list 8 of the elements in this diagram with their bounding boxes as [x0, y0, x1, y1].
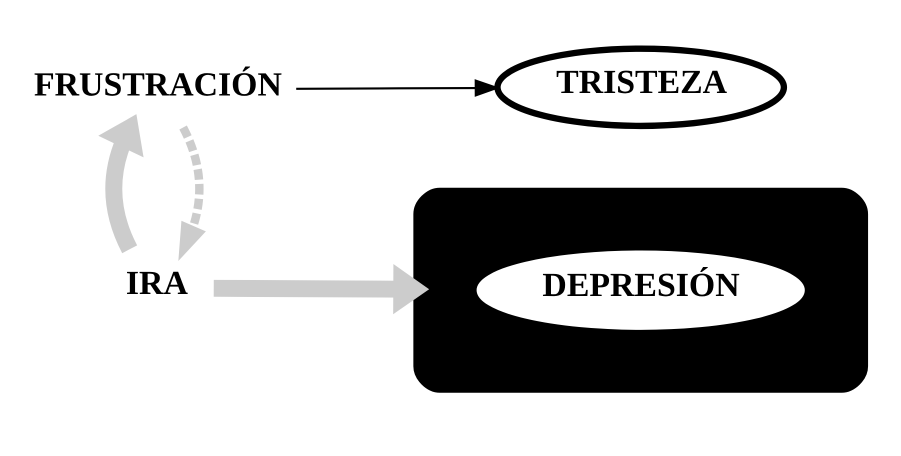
node-ellipse: DEPRESIÓN	[476, 250, 805, 330]
arrow	[214, 264, 430, 314]
node-text: FRUSTRACIÓN	[34, 66, 282, 103]
arrow	[98, 114, 144, 252]
node-text: IRA	[126, 264, 188, 302]
cluster	[413, 187, 868, 392]
node-ellipse: TRISTEZA	[494, 45, 788, 129]
arrow	[178, 125, 206, 260]
